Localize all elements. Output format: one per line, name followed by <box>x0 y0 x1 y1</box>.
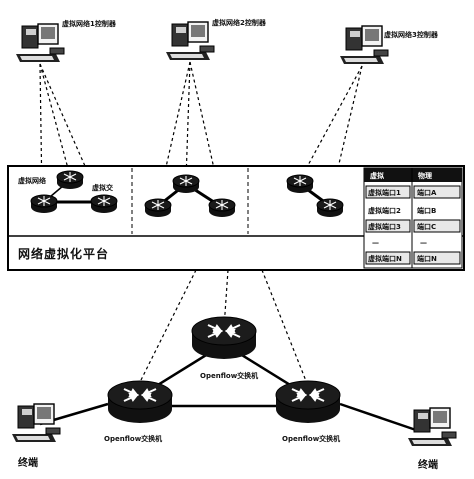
controller-1: 虚拟网络1控制器 <box>15 19 117 63</box>
computer-icon <box>15 23 65 63</box>
table-row-3-physical: 端口C <box>417 222 436 231</box>
table-row-5-virtual: 虚拟端口N <box>368 254 402 263</box>
table-row-1-virtual: 虚拟端口1 <box>368 188 401 197</box>
router-icon <box>30 194 58 214</box>
controller-3-label: 虚拟网络3控制器 <box>384 30 439 39</box>
controller-1-label: 虚拟网络1控制器 <box>62 19 117 28</box>
router-icon <box>286 174 314 194</box>
table-row-2-physical: 端口B <box>417 206 436 215</box>
platform-title: 网络虚拟化平台 <box>18 246 109 261</box>
switch-top-label: Openflow交换机 <box>200 371 258 380</box>
virtual-network-slice-1: 虚拟网络 虚拟交 <box>18 170 118 214</box>
router-icon <box>191 316 257 360</box>
switch-right-label: Openflow交换机 <box>282 434 340 443</box>
table-header-physical: 物理 <box>418 171 432 180</box>
router-icon <box>144 198 172 218</box>
slice1-label-a: 虚拟网络 <box>18 176 46 185</box>
terminal-left-label: 终端 <box>18 456 38 469</box>
openflow-switch-left: Openflow交换机 <box>104 380 173 443</box>
table-row-4-physical: — <box>420 239 427 247</box>
slice1-label-b: 虚拟交 <box>92 183 114 192</box>
terminal-right-label: 终端 <box>418 458 438 471</box>
virtualization-platform: 网络虚拟化平台 虚拟网络 虚拟交 <box>7 165 465 271</box>
table-row-2-virtual: 虚拟端口2 <box>368 206 401 215</box>
router-icon <box>107 380 173 424</box>
router-icon <box>172 174 200 194</box>
table-row-5-physical: 端口N <box>417 254 437 263</box>
openflow-switch-top: Openflow交换机 <box>191 316 258 380</box>
computer-icon <box>339 25 389 65</box>
virtual-network-slice-3 <box>286 174 344 218</box>
controller-2-label: 虚拟网络2控制器 <box>212 18 267 27</box>
switch-left-label: Openflow交换机 <box>104 434 162 443</box>
openflow-switch-right: Openflow交换机 <box>275 380 341 443</box>
computer-icon <box>165 21 215 61</box>
router-icon <box>316 198 344 218</box>
table-row-3-virtual: 虚拟端口3 <box>368 222 401 231</box>
controller-2: 虚拟网络2控制器 <box>165 18 267 61</box>
router-icon <box>275 380 341 424</box>
router-icon <box>90 194 118 214</box>
terminal-left: 终端 <box>11 403 61 469</box>
computer-icon <box>11 403 61 443</box>
table-row-1-physical: 端口A <box>417 188 437 197</box>
virtual-network-slice-2 <box>144 174 236 218</box>
router-icon <box>56 170 84 190</box>
controller-3: 虚拟网络3控制器 <box>339 25 439 65</box>
terminal-right: 终端 <box>407 407 457 471</box>
computer-icon <box>407 407 457 447</box>
router-icon <box>208 198 236 218</box>
port-mapping-table: 虚拟 物理 虚拟端口1 端口A 虚拟端口2 端口B 虚拟端口3 端口C — — … <box>363 167 463 269</box>
table-header-virtual: 虚拟 <box>370 171 384 180</box>
table-row-4-virtual: — <box>372 239 379 247</box>
